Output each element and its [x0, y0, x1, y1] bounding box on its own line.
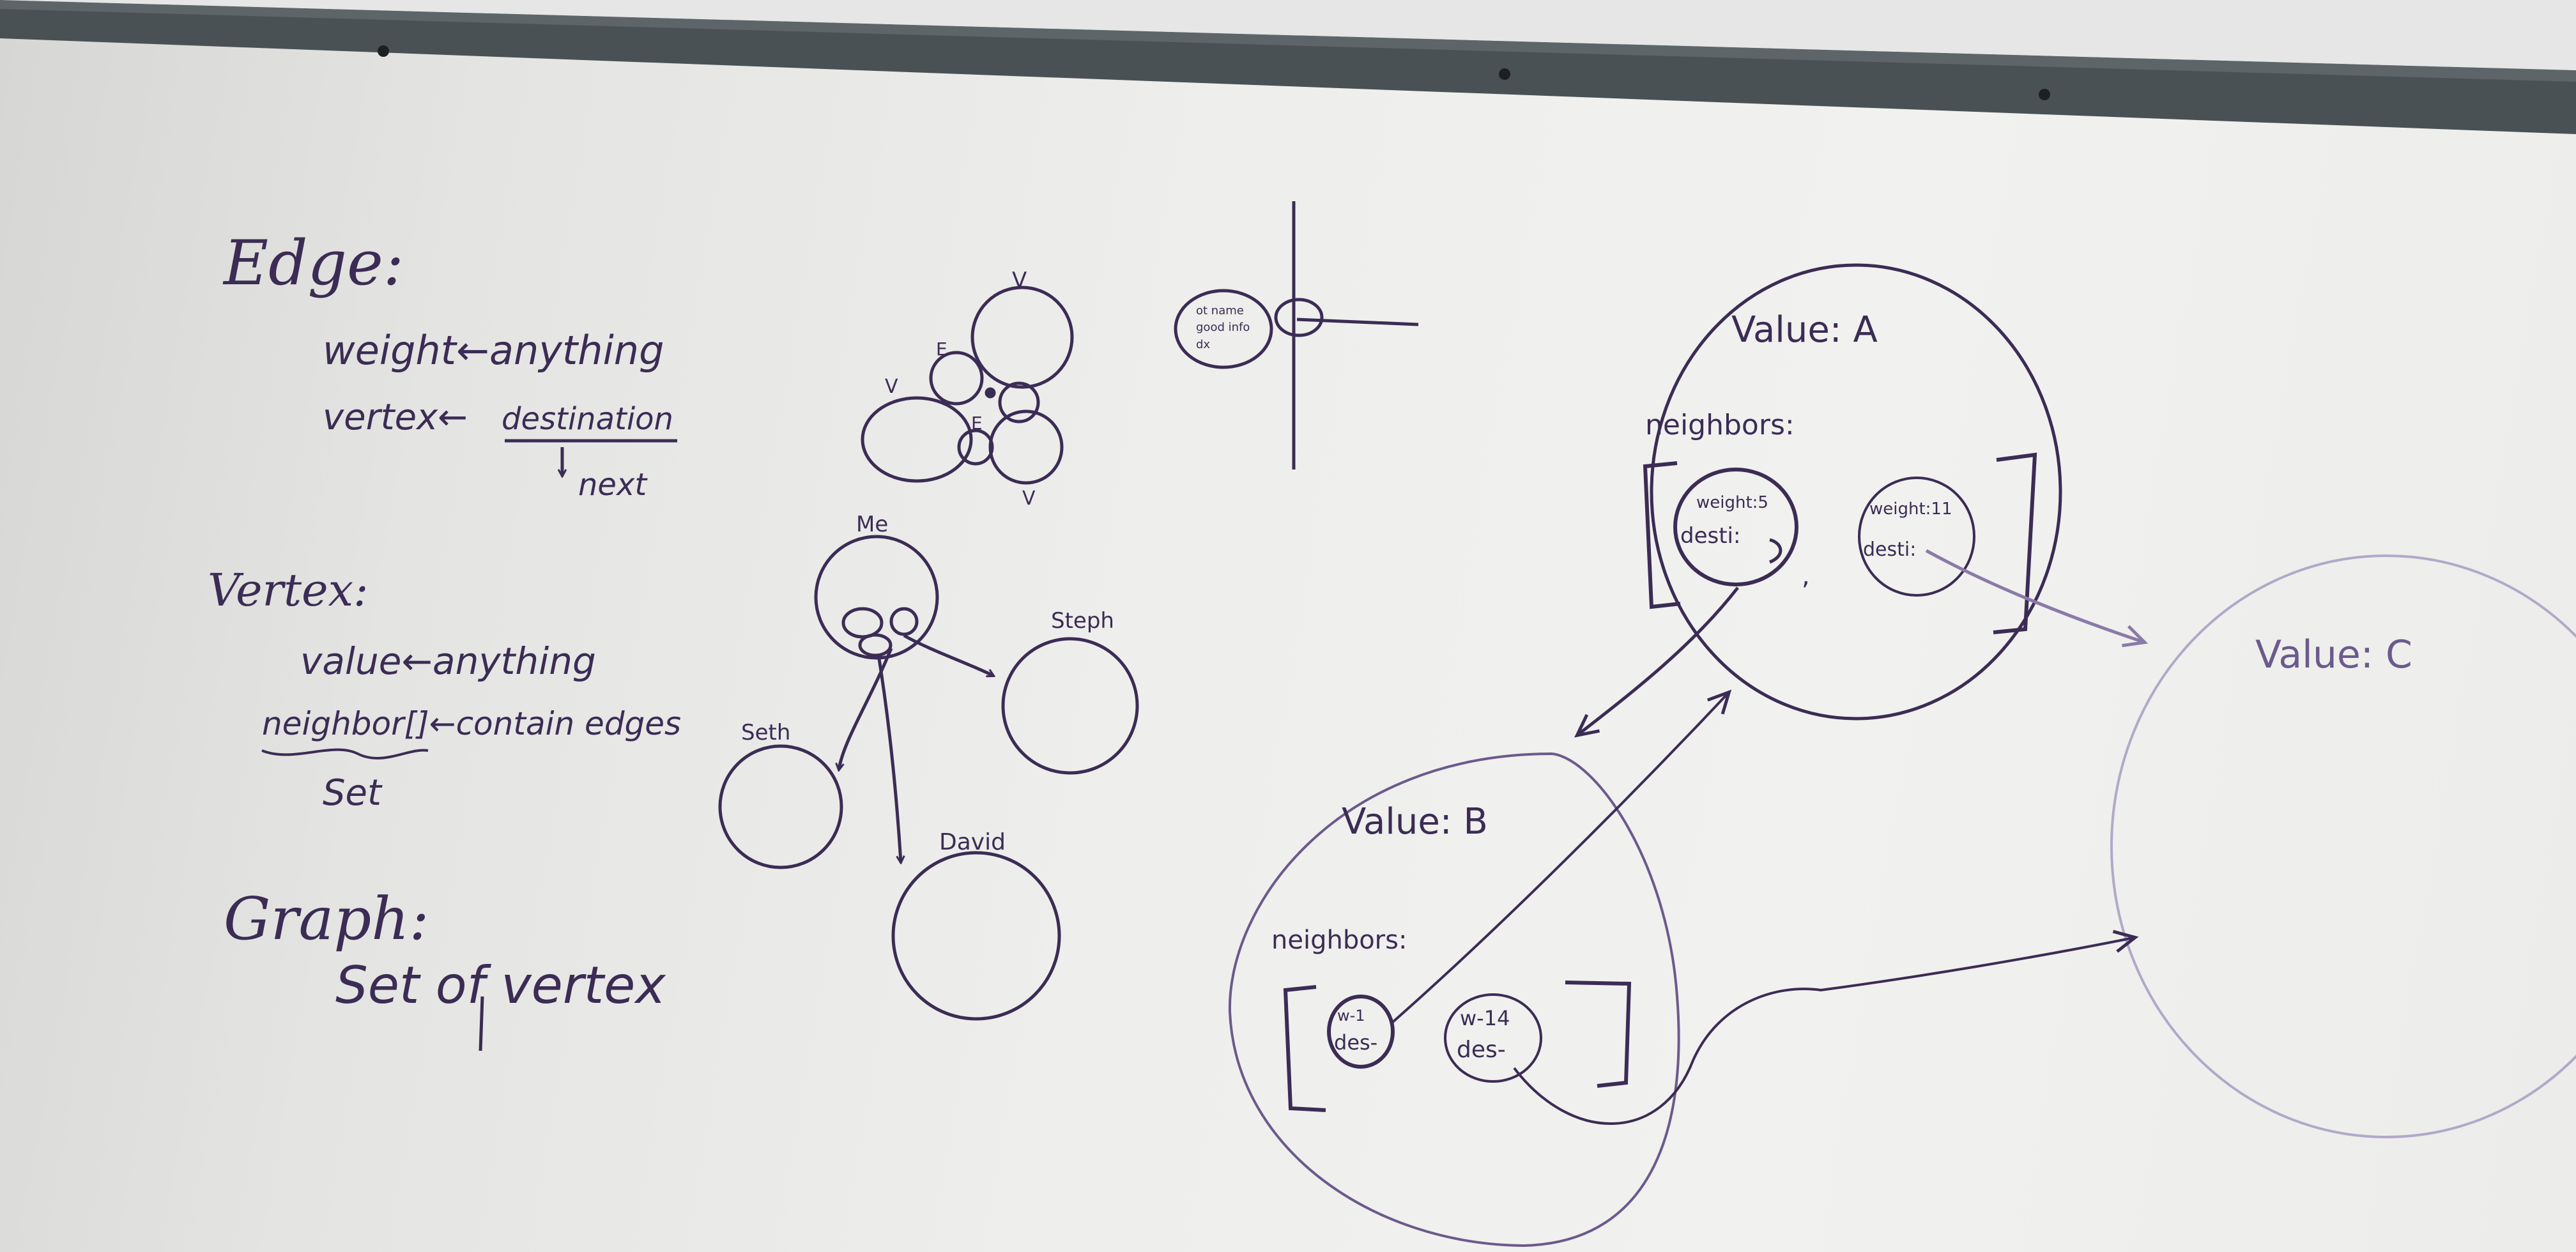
me-label: Me [856, 512, 888, 537]
node-b-edge2-dest: des- [1457, 1037, 1506, 1063]
node-a-edge1-dest: desti: [1680, 523, 1740, 549]
node-b-value: Value: B [1342, 801, 1488, 843]
vertex-value-line: value←anything [300, 639, 596, 683]
edge-next: next [578, 467, 648, 503]
node-c [2110, 554, 2576, 1138]
node-a-neighbors: neighbors: [1645, 409, 1795, 441]
vertex-notes: Vertex: value←anything neighbor[]←contai… [208, 564, 681, 814]
v-label-left: V [885, 376, 898, 398]
edge-vertex-line: vertex← [323, 397, 468, 438]
node-a-comma: , [1802, 561, 1810, 591]
v-label-top: V [1012, 268, 1027, 293]
neighbor-squiggle [261, 748, 429, 760]
node-a [1643, 263, 2062, 721]
node-b-edge1-dest: des- [1334, 1030, 1377, 1055]
v-label-bottom: V [1022, 487, 1036, 510]
steph-label: Steph [1051, 608, 1114, 634]
node-b-edge2-weight: w-14 [1460, 1006, 1510, 1030]
arrow-b-to-c [1513, 929, 2139, 1126]
arrow-a-to-c [1925, 549, 2149, 648]
node-a-edge2-weight: weight:11 [1869, 500, 1952, 519]
edge-destination: destination [502, 401, 673, 437]
graph-body: Set of vertex [335, 956, 666, 1015]
small-bubble-graph [861, 286, 1074, 485]
vertex-heading: Vertex: [208, 564, 369, 616]
node-b [1228, 752, 1680, 1248]
node-b-neighbors: neighbors: [1271, 926, 1407, 955]
cross-node-text-1: ot name [1196, 304, 1244, 317]
david-label: David [939, 829, 1006, 855]
seth-label: Seth [741, 720, 790, 745]
vertex-set: Set [323, 772, 383, 814]
edge-heading: Edge: [222, 227, 404, 299]
edge-arrows [1392, 549, 2149, 1126]
marker-rail [0, 0, 2576, 134]
edge-weight-line: weight←anything [323, 327, 664, 374]
graph-body-descender [479, 996, 484, 1051]
edge-notes: Edge: weight←anything vertex← destinatio… [222, 227, 677, 503]
e-label-2: E [971, 413, 983, 434]
cross-node [1174, 201, 1419, 470]
vertex-neighbor-line: neighbor[]←contain edges [262, 705, 681, 742]
node-a-edge2-dest: desti: [1863, 538, 1916, 561]
cross-node-text-2: good info [1196, 321, 1250, 334]
e-label-1: E [936, 339, 947, 360]
people-graph [718, 535, 1139, 1021]
node-a-value: Value: A [1731, 309, 1878, 351]
node-b-edge1-weight: w-1 [1337, 1007, 1365, 1025]
graph-heading: Graph: [224, 885, 429, 953]
arrow-b-to-a [1392, 689, 1732, 1023]
arrow-a-to-b [1574, 586, 1739, 738]
node-c-value: Value: C [2255, 632, 2412, 677]
graph-notes: Graph: Set of vertex [224, 885, 666, 1051]
node-a-edge1-weight: weight:5 [1696, 493, 1768, 512]
cross-node-text-3: dx [1196, 338, 1210, 351]
